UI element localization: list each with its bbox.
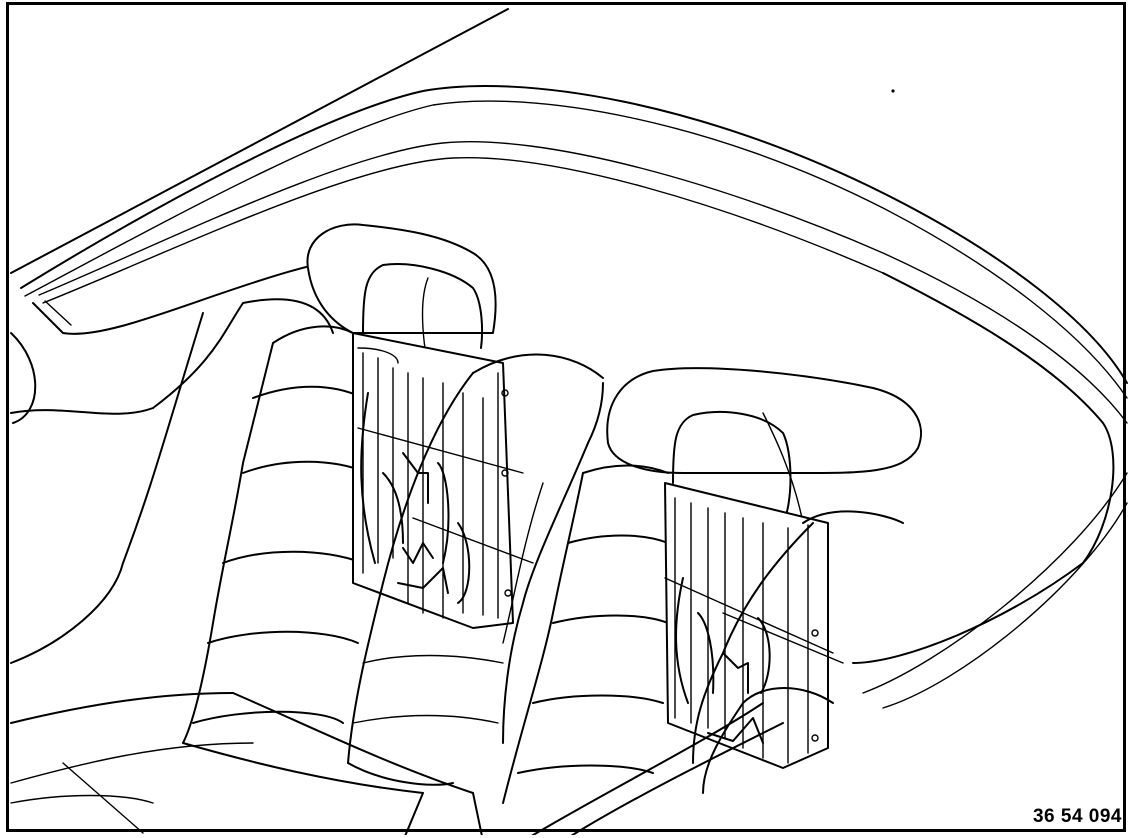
figure-code: 36 54 094 xyxy=(1032,806,1122,827)
right-seat-overlay xyxy=(531,510,904,835)
diagram-frame xyxy=(6,2,1128,835)
speck xyxy=(891,89,895,93)
left-seat-overlay xyxy=(347,353,604,786)
left-side-trim xyxy=(10,298,334,834)
seat-cushion xyxy=(10,692,483,835)
right-headrest xyxy=(606,367,922,524)
parcel-shelf xyxy=(10,8,1128,709)
rear-seat-illustration xyxy=(10,8,1128,835)
right-seat-frame xyxy=(664,482,844,769)
right-seat-back xyxy=(502,464,669,804)
left-seat-frame xyxy=(352,332,534,629)
